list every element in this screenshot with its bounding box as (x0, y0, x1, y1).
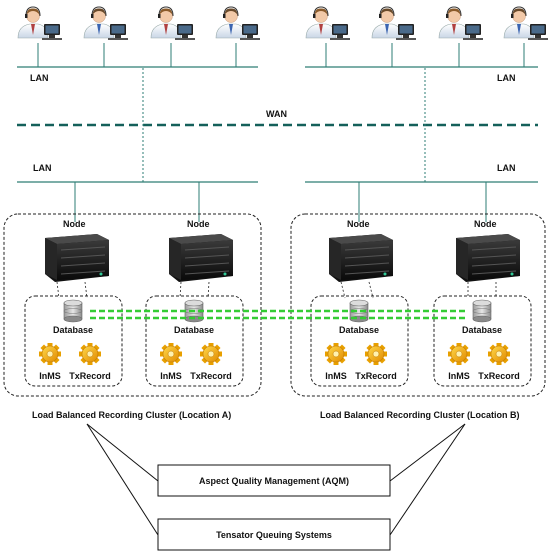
txrecord-label: TxRecord (190, 371, 232, 381)
txrecord-label: TxRecord (478, 371, 520, 381)
database-icon (63, 299, 83, 323)
gear-icon (325, 343, 347, 365)
agent-icon (305, 6, 350, 40)
server-icon (45, 234, 109, 282)
tensator-box: Tensator Queuing Systems (157, 518, 391, 551)
node-label: Node (63, 219, 86, 229)
inms-label: InMS (160, 371, 182, 381)
inms-label: InMS (448, 371, 470, 381)
agent-icon (503, 6, 548, 40)
agent-icon (83, 6, 128, 40)
txrecord-label: TxRecord (355, 371, 397, 381)
wan-label: WAN (266, 109, 287, 119)
database-label: Database (339, 325, 379, 335)
aqm-box: Aspect Quality Management (AQM) (157, 464, 391, 497)
lan-label-top-right: LAN (497, 73, 516, 83)
database-label: Database (174, 325, 214, 335)
database-icon (472, 299, 492, 323)
node-label: Node (347, 219, 370, 229)
gear-icon (488, 343, 510, 365)
lan-label-bottom-right: LAN (497, 163, 516, 173)
inms-label: InMS (325, 371, 347, 381)
lan-label-bottom-left: LAN (33, 163, 52, 173)
node-label: Node (187, 219, 210, 229)
agent-icon (438, 6, 483, 40)
server-icon (329, 234, 393, 282)
server-icon (169, 234, 233, 282)
gear-icon (365, 343, 387, 365)
aqm-label: Aspect Quality Management (AQM) (199, 476, 349, 486)
agent-icon (150, 6, 195, 40)
cluster-b-caption: Load Balanced Recording Cluster (Locatio… (320, 410, 520, 420)
gear-icon (160, 343, 182, 365)
txrecord-label: TxRecord (69, 371, 111, 381)
database-label: Database (53, 325, 93, 335)
gear-icon (200, 343, 222, 365)
agent-icon (17, 6, 62, 40)
agent-icon (215, 6, 260, 40)
inms-label: InMS (39, 371, 61, 381)
tensator-label: Tensator Queuing Systems (216, 530, 332, 540)
lan-label-top-left: LAN (30, 73, 49, 83)
agent-icon (371, 6, 416, 40)
gear-icon (79, 343, 101, 365)
gear-icon (39, 343, 61, 365)
database-label: Database (462, 325, 502, 335)
cluster-a-caption: Load Balanced Recording Cluster (Locatio… (32, 410, 231, 420)
gear-icon (448, 343, 470, 365)
cluster-b-frame (290, 213, 546, 397)
node-label: Node (474, 219, 497, 229)
cluster-a-frame (3, 213, 262, 397)
server-icon (456, 234, 520, 282)
